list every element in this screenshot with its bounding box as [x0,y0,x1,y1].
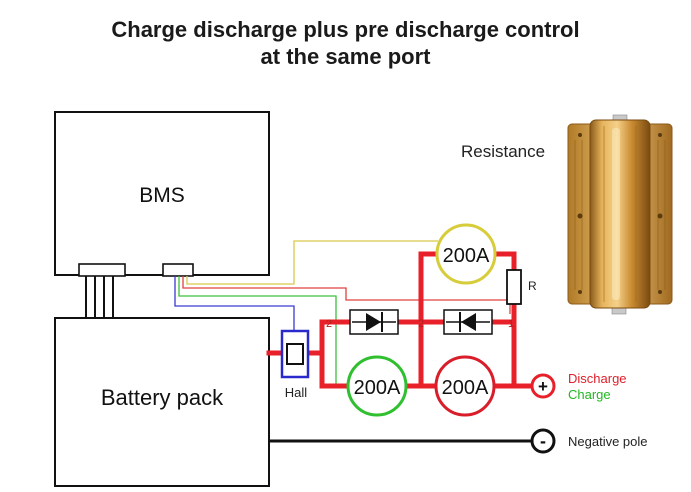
hall-label: Hall [285,385,308,400]
mos-switch-middle-label: 200A [442,377,489,399]
bms-signal-connector [162,263,194,277]
yellow-signal-wire [186,240,438,285]
mos-switch-left: 200A [346,355,408,417]
negative-pole-label: Negative pole [568,434,648,449]
bms-box [54,111,270,276]
mos-switch-top: 200A [435,223,497,285]
title-line-1: Charge discharge plus pre discharge cont… [111,17,580,42]
positive-symbol: + [538,377,548,396]
battery-pack-box [54,317,270,487]
bms-battery-connector [78,263,126,318]
diagram-title: Charge discharge plus pre discharge cont… [0,16,691,70]
power-resistor-image [567,114,673,315]
diode-forward [349,309,399,335]
battery-pack-label: Battery pack [101,385,224,410]
bms-label: BMS [139,184,185,207]
mos-switch-top-label: 200A [443,245,490,267]
mos-switch-left-label: 200A [354,377,401,399]
mos-switch-middle: 200A [434,355,496,417]
title-line-2: at the same port [260,44,431,69]
node-label-left: 2 [326,318,332,330]
discharge-label: Discharge [568,371,627,386]
resistor-label: R [528,279,537,293]
negative-symbol: - [540,431,546,451]
resistor-r [506,269,522,305]
resistance-label: Resistance [461,142,545,161]
node-label-right: 1 [508,318,514,330]
hall-sensor [280,329,310,379]
node-label-middle: 2 [418,318,424,330]
positive-terminal: + [530,373,556,399]
blue-signal-wire [174,276,295,332]
charge-label: Charge [568,387,611,402]
negative-terminal: - [530,428,556,454]
diode-reverse [443,309,493,335]
